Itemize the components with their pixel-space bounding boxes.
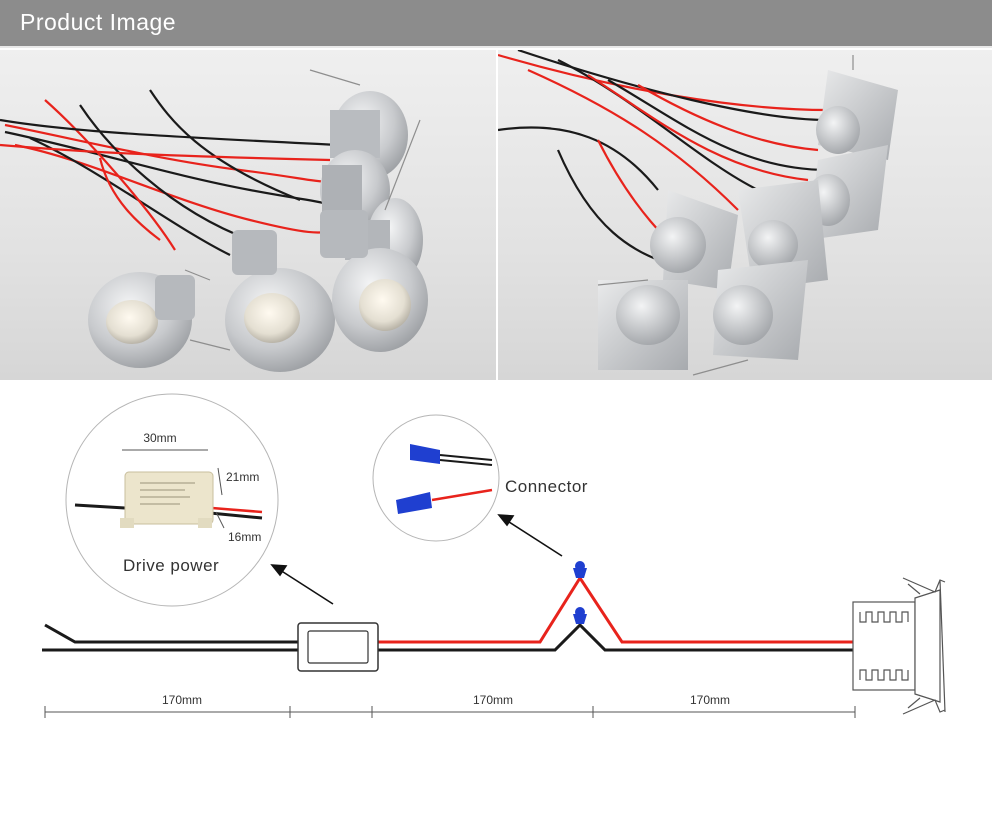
wiring-diagram: 30mm 21mm 16mm Drive power Connector [0,380,992,819]
section-title: Product Image [20,9,177,35]
dimension-label-3: 170mm [690,693,730,707]
drive-power-height: 21mm [226,470,259,484]
live-wire-in [44,623,300,644]
dimension-line [44,706,856,718]
red-wire-out [378,575,855,644]
connector-photo [396,444,493,514]
black-wire-out [378,622,855,652]
dimension-label-1: 170mm [162,693,202,707]
drive-power-width: 30mm [143,431,176,445]
drive-power-photo [74,471,263,528]
drive-power-depth: 16mm [228,530,261,544]
product-photo-round [0,50,496,380]
drive-power-label: Drive power [123,556,219,575]
connector-node-red [573,561,587,578]
driver-box [297,622,379,672]
fixture-drawing [852,577,946,715]
connector-node-black [573,607,587,624]
dimension-label-2: 170mm [473,693,513,707]
connector-callout [372,414,500,542]
connector-label: Connector [505,477,588,496]
product-photo-square [498,50,992,380]
section-header: Product Image [0,0,992,48]
